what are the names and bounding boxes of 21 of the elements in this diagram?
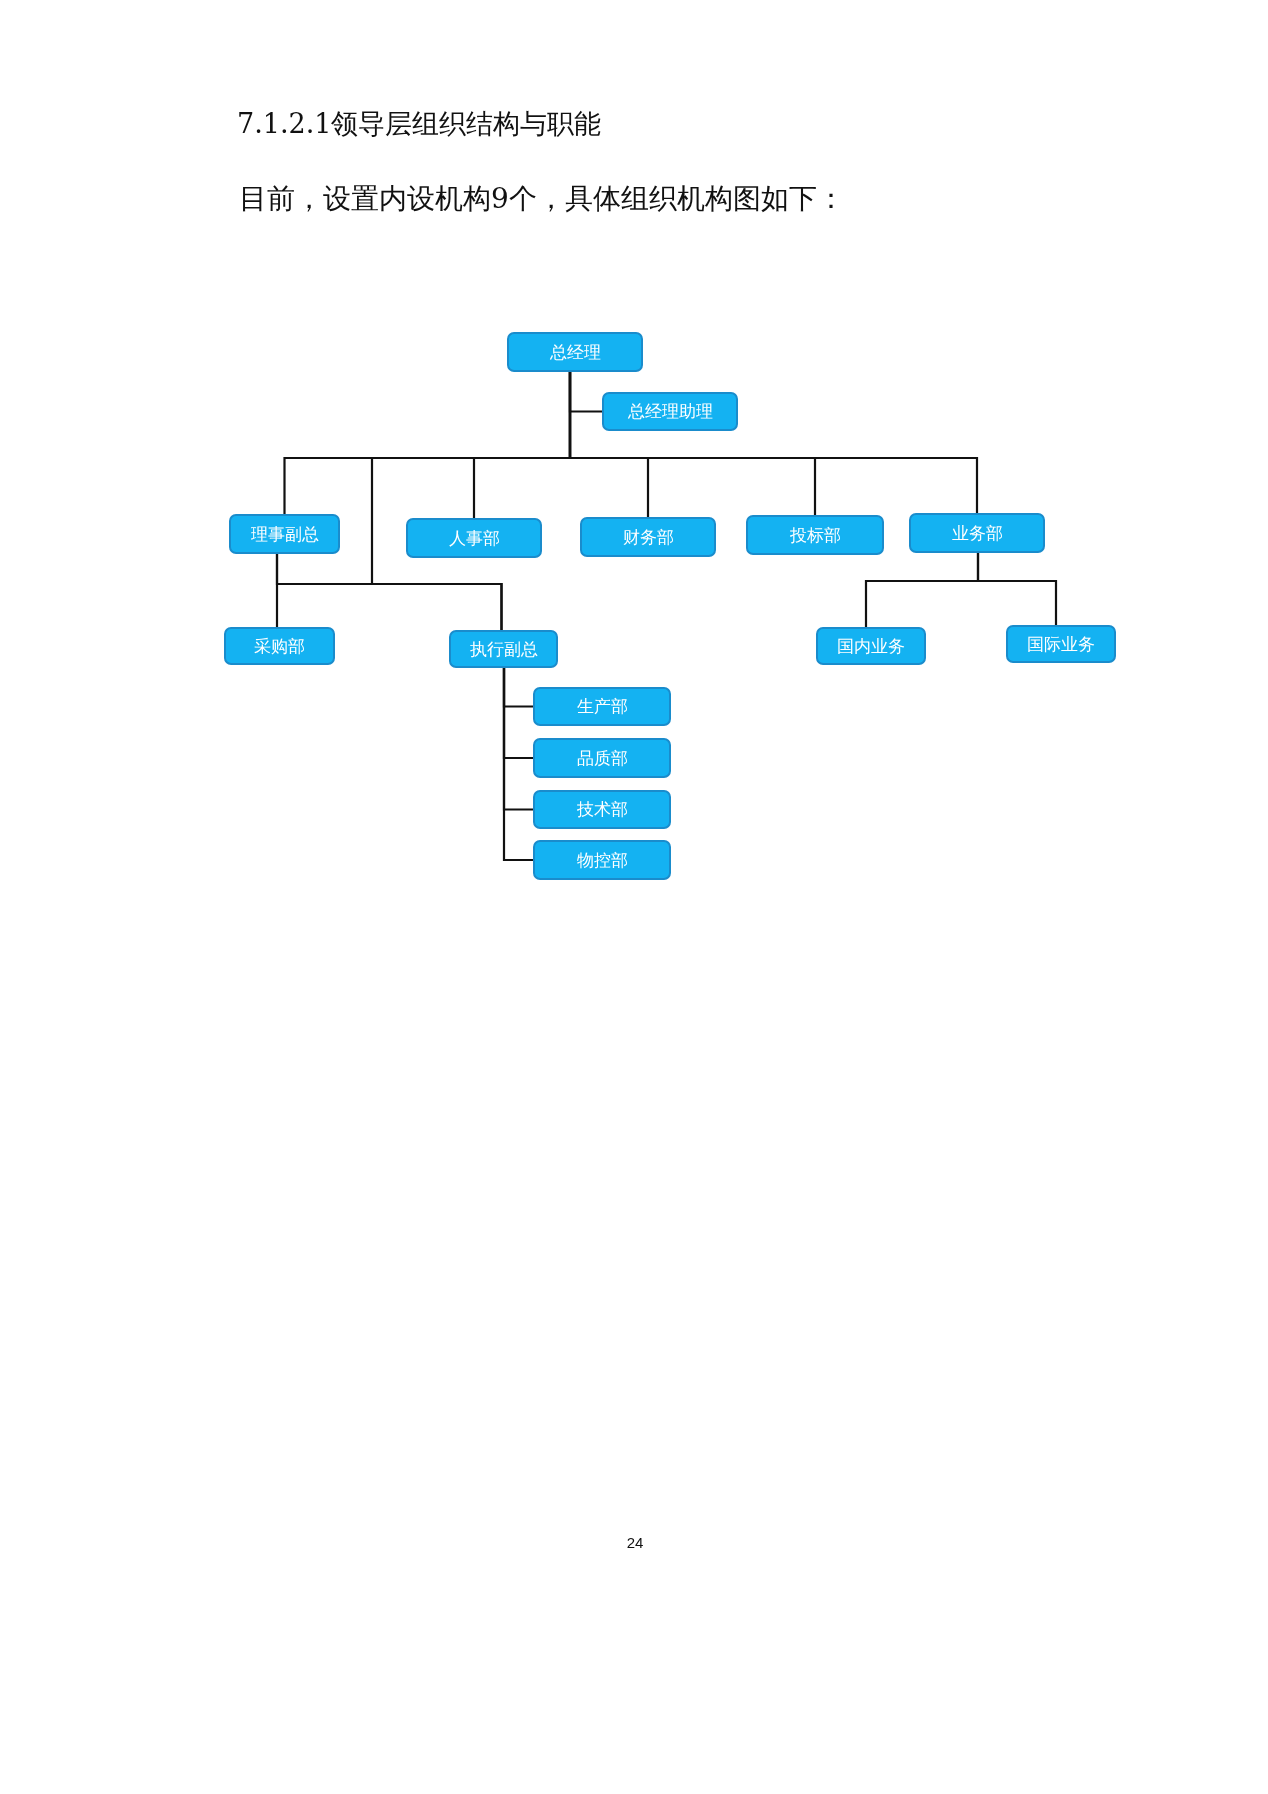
department-box: 国内业务 [816, 627, 926, 665]
department-box: 执行副总 [449, 630, 558, 668]
page-number: 24 [625, 1534, 645, 1551]
department-box: 财务部 [580, 517, 716, 557]
connector-line [502, 668, 533, 862]
section-heading: 7.1.2.1领导层组织结构与职能 [237, 107, 602, 141]
department-box: 品质部 [533, 738, 671, 778]
department-box: 投标部 [746, 515, 884, 555]
department-box: 物控部 [533, 840, 671, 880]
department-box: 人事部 [406, 518, 542, 558]
department-box: 理事副总 [229, 514, 340, 554]
department-box: 国际业务 [1006, 625, 1116, 663]
department-box: 生产部 [533, 687, 671, 726]
connector-line [275, 554, 503, 630]
department-box: 采购部 [224, 627, 335, 665]
department-box: 业务部 [909, 513, 1045, 553]
department-box: 技术部 [533, 790, 671, 829]
paragraph: 目前，设置内设机构9个，具体组织机构图如下： [238, 181, 846, 217]
manager-box: 总经理 [507, 332, 643, 372]
connector-line [976, 553, 1058, 625]
department-box: 总经理助理 [602, 392, 738, 431]
